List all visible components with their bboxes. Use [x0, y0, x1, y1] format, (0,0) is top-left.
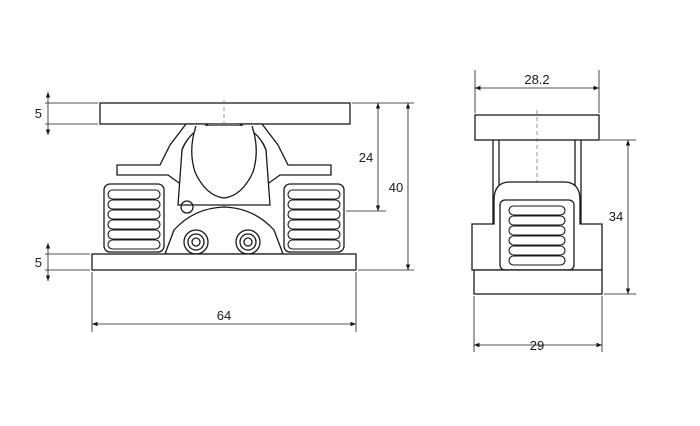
front-bottom-plate	[91, 253, 357, 271]
front-left-spring-cup	[103, 183, 165, 253]
dim-side-height-label: 34	[609, 209, 623, 224]
dim-bottom-plate-label: 5	[35, 255, 42, 270]
dim-top-plate-label: 5	[35, 106, 42, 121]
front-right-spring-cup	[283, 183, 345, 253]
front-left-spring	[107, 189, 161, 250]
dim-side-top-width-label: 28.2	[524, 72, 549, 87]
front-view: 5 5 24 40 64	[35, 92, 414, 332]
dim-side-base-width-label: 29	[530, 338, 544, 353]
dim-width-label: 64	[217, 308, 231, 323]
front-small-hole	[180, 200, 194, 214]
front-right-spring	[287, 189, 341, 250]
side-base-plate	[473, 269, 603, 295]
side-spring	[508, 205, 566, 266]
front-top-plate	[99, 102, 351, 125]
side-view: 28.2 34 29	[471, 70, 636, 353]
front-lower-arch	[164, 206, 284, 255]
front-clamp-bore	[191, 125, 257, 199]
dim-total-height-label: 40	[389, 180, 403, 195]
dim-inner-height-label: 24	[359, 150, 373, 165]
